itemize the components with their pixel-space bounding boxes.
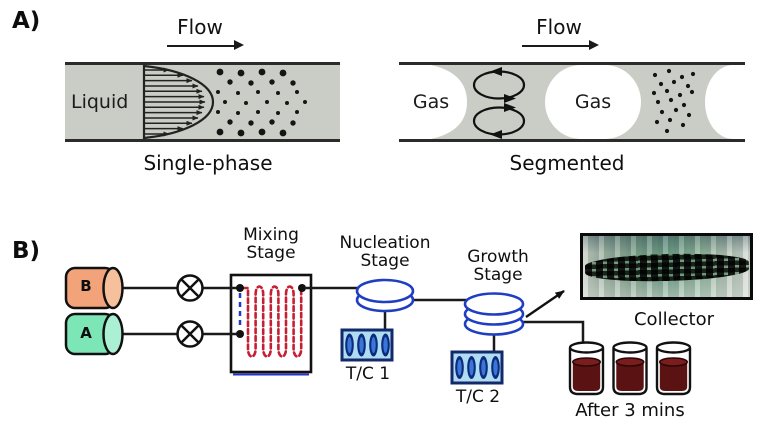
- thermocouple-2-box: [450, 350, 504, 385]
- single-phase-channel-graphics: [142, 65, 307, 139]
- gas-label-2: Gas: [574, 91, 612, 113]
- parabola-envelope: [143, 65, 215, 139]
- growth-stage-line1: Growth: [467, 247, 529, 267]
- recirculation-vortices: [472, 70, 526, 136]
- photo-pointer-arrow: [525, 290, 565, 318]
- growth-stage-label: Growth Stage: [450, 248, 546, 284]
- nucleation-coil: [355, 278, 415, 313]
- collector-caption: After 3 mins: [575, 400, 685, 421]
- particle-dots: [216, 68, 307, 137]
- thermocouple-1-box: [340, 328, 394, 362]
- collector-vial-1: [568, 341, 605, 396]
- valve-icon: [176, 274, 204, 302]
- segmented-caption: Segmented: [509, 151, 625, 175]
- segmented-channel-graphics: [399, 65, 745, 139]
- vortex-arrowheads: [490, 67, 516, 139]
- collector-vial-2: [612, 341, 648, 396]
- single-phase-channel: [65, 62, 340, 142]
- single-phase-flow-arrow-icon: [167, 39, 244, 52]
- mixing-stage-line1: Mixing: [243, 225, 299, 245]
- gas-bubbles: [399, 65, 745, 139]
- heater-elements: [345, 333, 390, 357]
- growth-stage-line2: Stage: [473, 265, 523, 285]
- setup-schematic: [64, 266, 692, 396]
- reservoir-b: [64, 266, 124, 310]
- single-phase-flow-label: Flow: [177, 15, 223, 39]
- tubing-lines: [122, 286, 585, 352]
- collector-label: Collector: [633, 309, 715, 330]
- thermocouple-2-label: T/C 2: [455, 387, 501, 407]
- mixing-stage-line2: Stage: [246, 243, 296, 263]
- reservoir-b-label: B: [80, 277, 92, 295]
- segmented-channel: [399, 62, 745, 142]
- valve-icon: [176, 320, 204, 348]
- particle-dots: [651, 68, 696, 134]
- growth-coil: [463, 292, 525, 336]
- collector-vial-3: [655, 341, 692, 396]
- heater-elements: [455, 356, 500, 379]
- mixing-stage-label: Mixing Stage: [229, 226, 313, 262]
- serpentine-mixing-channel: [241, 285, 303, 358]
- reservoir-a: [64, 312, 124, 356]
- thermocouple-1-label: T/C 1: [345, 364, 391, 384]
- coil-reactor-photo: [580, 233, 753, 300]
- panel-a-label: A): [12, 8, 41, 34]
- velocity-profile: [142, 65, 215, 139]
- panel-b-label: B): [12, 238, 41, 264]
- segmented-flow-label: Flow: [536, 15, 582, 39]
- nucleation-stage-line2: Stage: [360, 251, 410, 271]
- gas-label-1: Gas: [412, 91, 450, 113]
- single-phase-caption: Single-phase: [143, 151, 273, 175]
- reservoir-a-label: A: [80, 324, 92, 342]
- liquid-label: Liquid: [71, 91, 129, 113]
- nucleation-stage-line1: Nucleation: [339, 233, 431, 253]
- junction-dots: [236, 284, 306, 338]
- segmented-flow-arrow-icon: [522, 39, 599, 52]
- nucleation-stage-label: Nucleation Stage: [328, 234, 442, 270]
